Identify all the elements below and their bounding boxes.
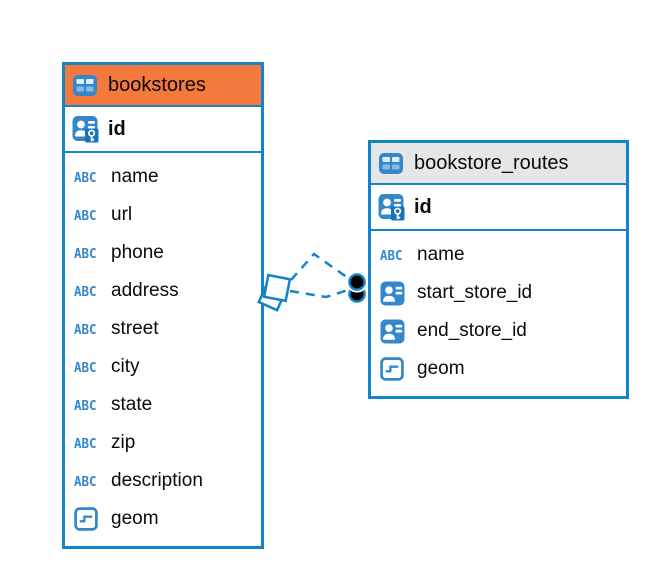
column-row[interactable]: ABC zip (65, 424, 261, 462)
abc-type-icon: ABC (74, 435, 97, 451)
column-row[interactable]: ABC phone (65, 234, 261, 272)
column-row[interactable]: ABC name (371, 236, 626, 274)
abc-type-icon: ABC (74, 283, 97, 299)
column-row-pk[interactable]: id (65, 107, 261, 153)
relationship-line-lower[interactable] (289, 288, 349, 299)
relationship-line-upper[interactable] (290, 252, 349, 281)
column-list: ABC name ABC url ABC phone ABC address A… (65, 153, 261, 538)
abc-type-icon: ABC (74, 245, 97, 261)
geometry-type-icon (74, 507, 102, 531)
column-name: address (111, 280, 179, 301)
abc-type-icon: ABC (380, 247, 403, 263)
column-row[interactable]: ABC street (65, 310, 261, 348)
table-header-bookstores[interactable]: bookstores (65, 65, 261, 107)
table-grid-icon (72, 72, 100, 98)
entity-table-bookstore-routes[interactable]: bookstore_routes id ABC (368, 140, 629, 399)
column-row[interactable]: start_store_id (371, 274, 626, 312)
column-name: start_store_id (417, 282, 533, 303)
column-name: geom (417, 358, 465, 379)
column-name: name (417, 244, 465, 265)
column-row[interactable]: geom (65, 500, 261, 538)
table-grid-icon (378, 150, 406, 176)
column-name: description (111, 470, 203, 491)
column-row[interactable]: ABC url (65, 196, 261, 234)
table-header-bookstore-routes[interactable]: bookstore_routes (371, 143, 626, 185)
abc-type-icon: ABC (74, 207, 97, 223)
column-row[interactable]: ABC description (65, 462, 261, 500)
abc-type-icon: ABC (74, 359, 97, 375)
abc-type-icon: ABC (74, 321, 97, 337)
relationship-square-marker-front[interactable] (262, 273, 292, 303)
column-name: end_store_id (417, 320, 527, 341)
column-name: url (111, 204, 133, 225)
column-row[interactable]: geom (371, 350, 626, 388)
column-row[interactable]: ABC city (65, 348, 261, 386)
abc-type-icon: ABC (74, 169, 97, 185)
column-row[interactable]: ABC state (65, 386, 261, 424)
abc-type-icon: ABC (74, 397, 97, 413)
reference-type-icon (380, 281, 408, 306)
column-name: id (108, 117, 126, 140)
entity-table-bookstores[interactable]: bookstores id ABC (62, 62, 264, 549)
geometry-type-icon (380, 357, 408, 381)
primary-key-icon (72, 115, 100, 144)
column-name: city (111, 356, 140, 377)
relationship-dot-marker-upper[interactable] (348, 273, 366, 291)
column-row-pk[interactable]: id (371, 185, 626, 231)
table-title: bookstore_routes (414, 151, 569, 174)
column-row[interactable]: ABC name (65, 158, 261, 196)
abc-type-icon: ABC (74, 473, 97, 489)
column-name: name (111, 166, 159, 187)
table-title: bookstores (108, 73, 206, 96)
column-name: id (414, 195, 432, 218)
primary-key-icon (378, 193, 406, 222)
column-row[interactable]: ABC address (65, 272, 261, 310)
column-name: zip (111, 432, 136, 453)
reference-type-icon (380, 319, 408, 344)
column-name: street (111, 318, 159, 339)
column-name: phone (111, 242, 164, 263)
column-row[interactable]: end_store_id (371, 312, 626, 350)
column-name: geom (111, 508, 159, 529)
column-list: ABC name start_store_id (371, 231, 626, 388)
column-name: state (111, 394, 153, 415)
